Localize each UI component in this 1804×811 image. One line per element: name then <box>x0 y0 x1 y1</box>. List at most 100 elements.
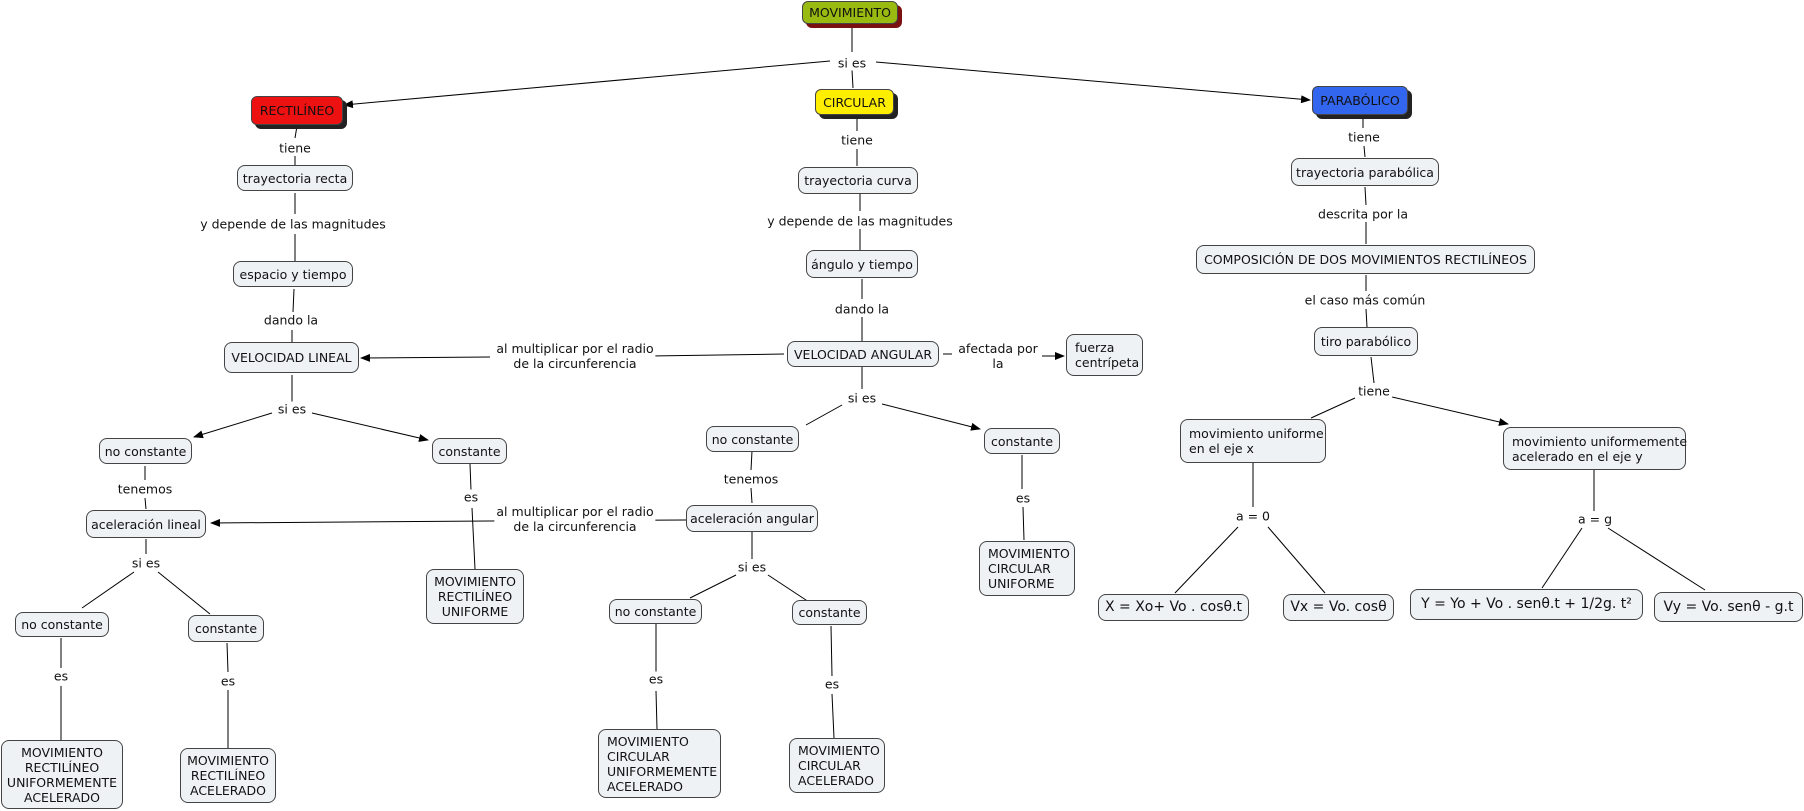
link-tiene: tiene <box>277 140 313 156</box>
mru-line: RECTILÍNEO <box>437 589 513 604</box>
concept-formula-vy: Vy = Vo. senθ - g.t <box>1654 592 1803 622</box>
concept-trayectoria-parabolica: trayectoria parabólica <box>1291 158 1439 186</box>
edge <box>830 625 833 677</box>
edge <box>689 574 737 599</box>
link-si-es: si es <box>835 55 869 71</box>
edge <box>831 693 835 739</box>
mcua-line: CIRCULAR <box>607 748 670 764</box>
mra-line: MOVIMIENTO <box>187 753 269 768</box>
concept-movimiento: MOVIMIENTO <box>802 1 898 24</box>
edge <box>292 288 295 313</box>
link-dando-la: dando la <box>832 301 892 317</box>
edge <box>1174 526 1239 594</box>
mrua-line: MOVIMIENTO <box>21 744 103 760</box>
link-es: es <box>1013 490 1033 506</box>
edge <box>1541 527 1583 589</box>
edge <box>805 404 843 426</box>
concept-parabolico: PARABÓLICO <box>1312 86 1408 115</box>
edge <box>144 497 147 510</box>
mua-y-line: movimiento uniformemente <box>1512 433 1688 449</box>
link-si-es: si es <box>129 555 163 571</box>
edge <box>471 507 476 570</box>
mcu-line: UNIFORME <box>988 576 1055 591</box>
concept-no-constante-vl: no constante <box>99 438 192 464</box>
edge <box>750 487 753 504</box>
link-es: es <box>822 676 842 692</box>
mua-y-line: acelerado en el eje y <box>1512 448 1643 464</box>
link-tenemos: tenemos <box>721 471 781 487</box>
concept-no-constante-aa: no constante <box>609 599 702 624</box>
edge <box>851 69 854 89</box>
mcua-line: MOVIMIENTO <box>607 733 689 749</box>
edge <box>81 571 135 609</box>
edge <box>750 450 753 471</box>
edge <box>1370 356 1375 384</box>
mu-x-line: en el eje x <box>1189 441 1254 456</box>
link-dando-la: dando la <box>261 312 321 328</box>
link-a-0: a = 0 <box>1233 508 1273 524</box>
edge <box>767 574 813 605</box>
concept-angulo-tiempo: ángulo y tiempo <box>806 250 918 278</box>
link-es: es <box>646 671 666 687</box>
mca-line: CIRCULAR <box>798 758 861 773</box>
edge <box>655 690 658 730</box>
concept-tiro-parabolico: tiro parabólico <box>1314 327 1418 356</box>
link-line: al multiplicar por el radio <box>496 504 654 519</box>
concept-formula-x: X = Xo+ Vo . cosθ.t <box>1098 594 1249 621</box>
edge <box>649 353 785 357</box>
concept-trayectoria-recta: trayectoria recta <box>237 165 353 191</box>
edge <box>1365 308 1368 328</box>
mrua-line: UNIFORMEMENTE <box>6 774 118 790</box>
concept-velocidad-lineal: VELOCIDAD LINEAL <box>224 342 359 373</box>
link-line: al multiplicar por el radio <box>496 341 654 356</box>
edge <box>311 412 429 442</box>
link-es: es <box>461 489 481 505</box>
link-si-es: si es <box>735 559 769 575</box>
mra-line: RECTILÍNEO <box>190 768 266 783</box>
edge <box>360 353 491 362</box>
concept-formula-y: Y = Yo + Vo . senθ.t + 1/2g. t² <box>1410 589 1643 620</box>
concept-constante-vl: constante <box>432 438 507 464</box>
mra-line: ACELERADO <box>189 783 266 798</box>
concept-no-constante-va: no constante <box>706 426 799 452</box>
edge <box>343 60 831 109</box>
concept-trayectoria-curva: trayectoria curva <box>798 167 918 194</box>
edge <box>469 463 472 491</box>
edge <box>1607 527 1706 591</box>
mrua-line: ACELERADO <box>23 789 100 805</box>
edge <box>1310 397 1356 419</box>
concept-constante-aa: constante <box>792 600 867 625</box>
link-tiene: tiene <box>1356 383 1392 399</box>
concept-formula-vx: Vx = Vo. cosθ <box>1283 594 1394 621</box>
concept-constante-al: constante <box>188 615 264 642</box>
edge <box>1267 526 1326 594</box>
concept-rectilineo: RECTILÍNEO <box>251 96 343 125</box>
concept-constante-va: constante <box>984 428 1060 454</box>
link-tenemos: tenemos <box>115 481 175 497</box>
link-el-caso-mas-comun: el caso más común <box>1302 292 1428 308</box>
concept-composicion: COMPOSICIÓN DE DOS MOVIMIENTOS RECTILÍNE… <box>1196 245 1535 274</box>
concept-espacio-tiempo: espacio y tiempo <box>233 261 353 287</box>
link-line: la <box>992 356 1004 371</box>
mca-line: MOVIMIENTO <box>798 743 880 758</box>
mcu-line: CIRCULAR <box>988 561 1051 576</box>
link-line: de la circunferencia <box>513 356 637 371</box>
concept-no-constante-al: no constante <box>15 612 109 637</box>
link-si-es: si es <box>275 401 309 417</box>
link-tiene: tiene <box>1346 129 1382 145</box>
edge <box>1022 506 1025 541</box>
edge <box>157 571 211 615</box>
edge <box>210 518 491 527</box>
